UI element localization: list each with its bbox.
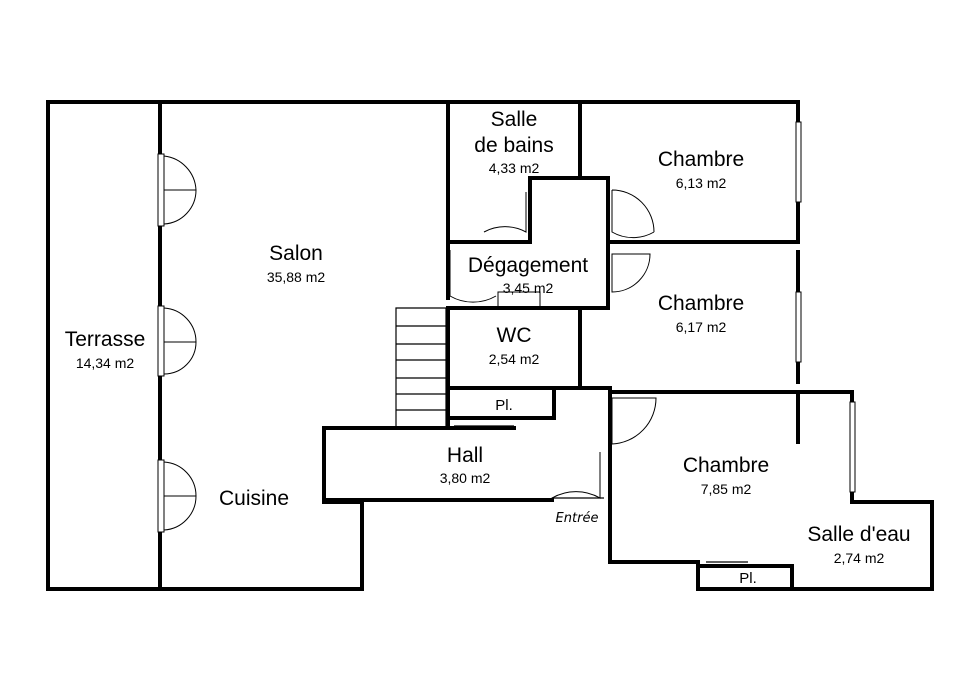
hall-name: Hall [447, 444, 483, 467]
chambre-1-name: Chambre [658, 148, 744, 171]
salle-de-bains-name-1: Salle [491, 108, 538, 131]
chambre-3-area: 7,85 m2 [701, 481, 752, 497]
placard2-wall [696, 564, 794, 591]
terrasse-area: 14,34 m2 [76, 355, 135, 371]
wc-area: 2,54 m2 [489, 351, 540, 367]
wc-name: WC [497, 324, 532, 347]
cuisine-name: Cuisine [219, 487, 289, 510]
bath-wall [446, 100, 582, 430]
placard-1-label: Pl. [495, 397, 513, 414]
salle-de-bains-name-2: de bains [474, 134, 553, 157]
chambre-3-name: Chambre [683, 454, 769, 477]
salle-d-eau-area: 2,74 m2 [834, 550, 885, 566]
interior-doors [449, 189, 748, 563]
hall-area: 3,80 m2 [440, 470, 491, 486]
salon-name: Salon [269, 242, 323, 265]
windows [795, 121, 856, 493]
terrasse-doors [157, 153, 197, 533]
placard-2-label: Pl. [739, 570, 757, 587]
staircase [395, 307, 447, 429]
degagement-name: Dégagement [468, 254, 588, 277]
placard-wall [446, 390, 556, 420]
salle-de-bains-area: 4,33 m2 [489, 160, 540, 176]
chambre-2-name: Chambre [658, 292, 744, 315]
terrasse-name: Terrasse [65, 328, 146, 351]
chambre-wall [578, 240, 800, 444]
chambre-2-area: 6,17 m2 [676, 319, 727, 335]
room-labels: Terrasse 14,34 m2 Salon 35,88 m2 Cuisine… [65, 108, 911, 587]
chambre-1-area: 6,13 m2 [676, 175, 727, 191]
entrance-label: Entrée [556, 511, 599, 526]
degagement-area: 3,45 m2 [503, 280, 554, 296]
salle-d-eau-name: Salle d'eau [807, 523, 910, 546]
salon-area: 35,88 m2 [267, 269, 326, 285]
